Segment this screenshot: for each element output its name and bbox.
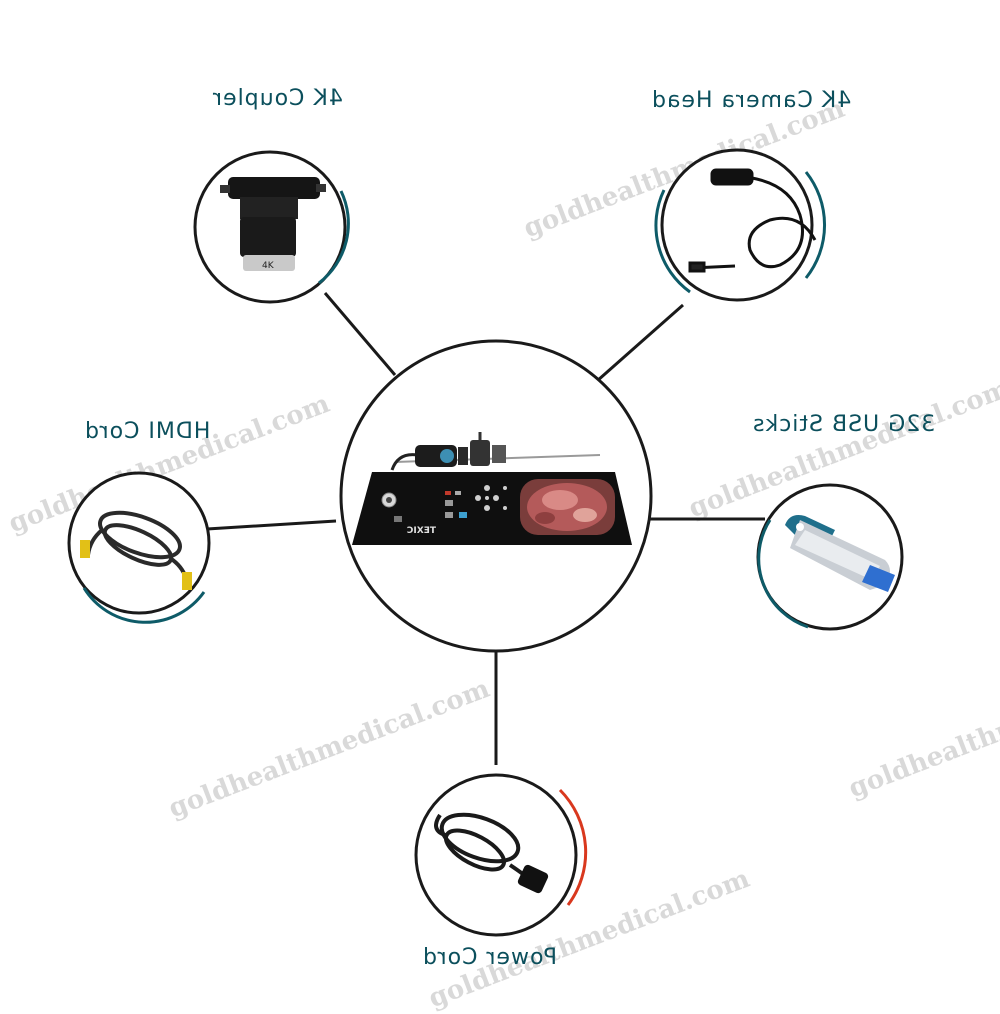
usb-stick-image bbox=[785, 515, 895, 592]
svg-text:4K: 4K bbox=[262, 261, 275, 271]
coupler-label: 4K Coupler bbox=[212, 86, 343, 111]
center-device-circle: TEXIC bbox=[339, 339, 653, 653]
camera-scope-image bbox=[390, 432, 601, 471]
coupler-circle: 4K bbox=[193, 150, 350, 304]
connector-line bbox=[206, 519, 337, 531]
hdmi-circle bbox=[67, 471, 211, 624]
control-unit-image bbox=[352, 472, 632, 545]
coupler-image: 4K bbox=[220, 177, 326, 271]
power-label: Power Cord bbox=[422, 945, 557, 970]
usb-circle bbox=[756, 483, 904, 631]
device-brand-label: TEXIC bbox=[406, 526, 436, 536]
hdmi-image bbox=[86, 510, 188, 579]
camera-head-circle bbox=[654, 148, 826, 302]
connector-line bbox=[323, 292, 397, 376]
connector-line bbox=[596, 303, 684, 383]
hdmi-label: HDMI Cord bbox=[84, 419, 211, 444]
camera-head-image bbox=[688, 168, 817, 273]
camera-head-label: 4K Camera Head bbox=[651, 88, 852, 113]
power-circle bbox=[414, 773, 588, 937]
usb-label: 32G USB Sticks bbox=[752, 412, 936, 437]
